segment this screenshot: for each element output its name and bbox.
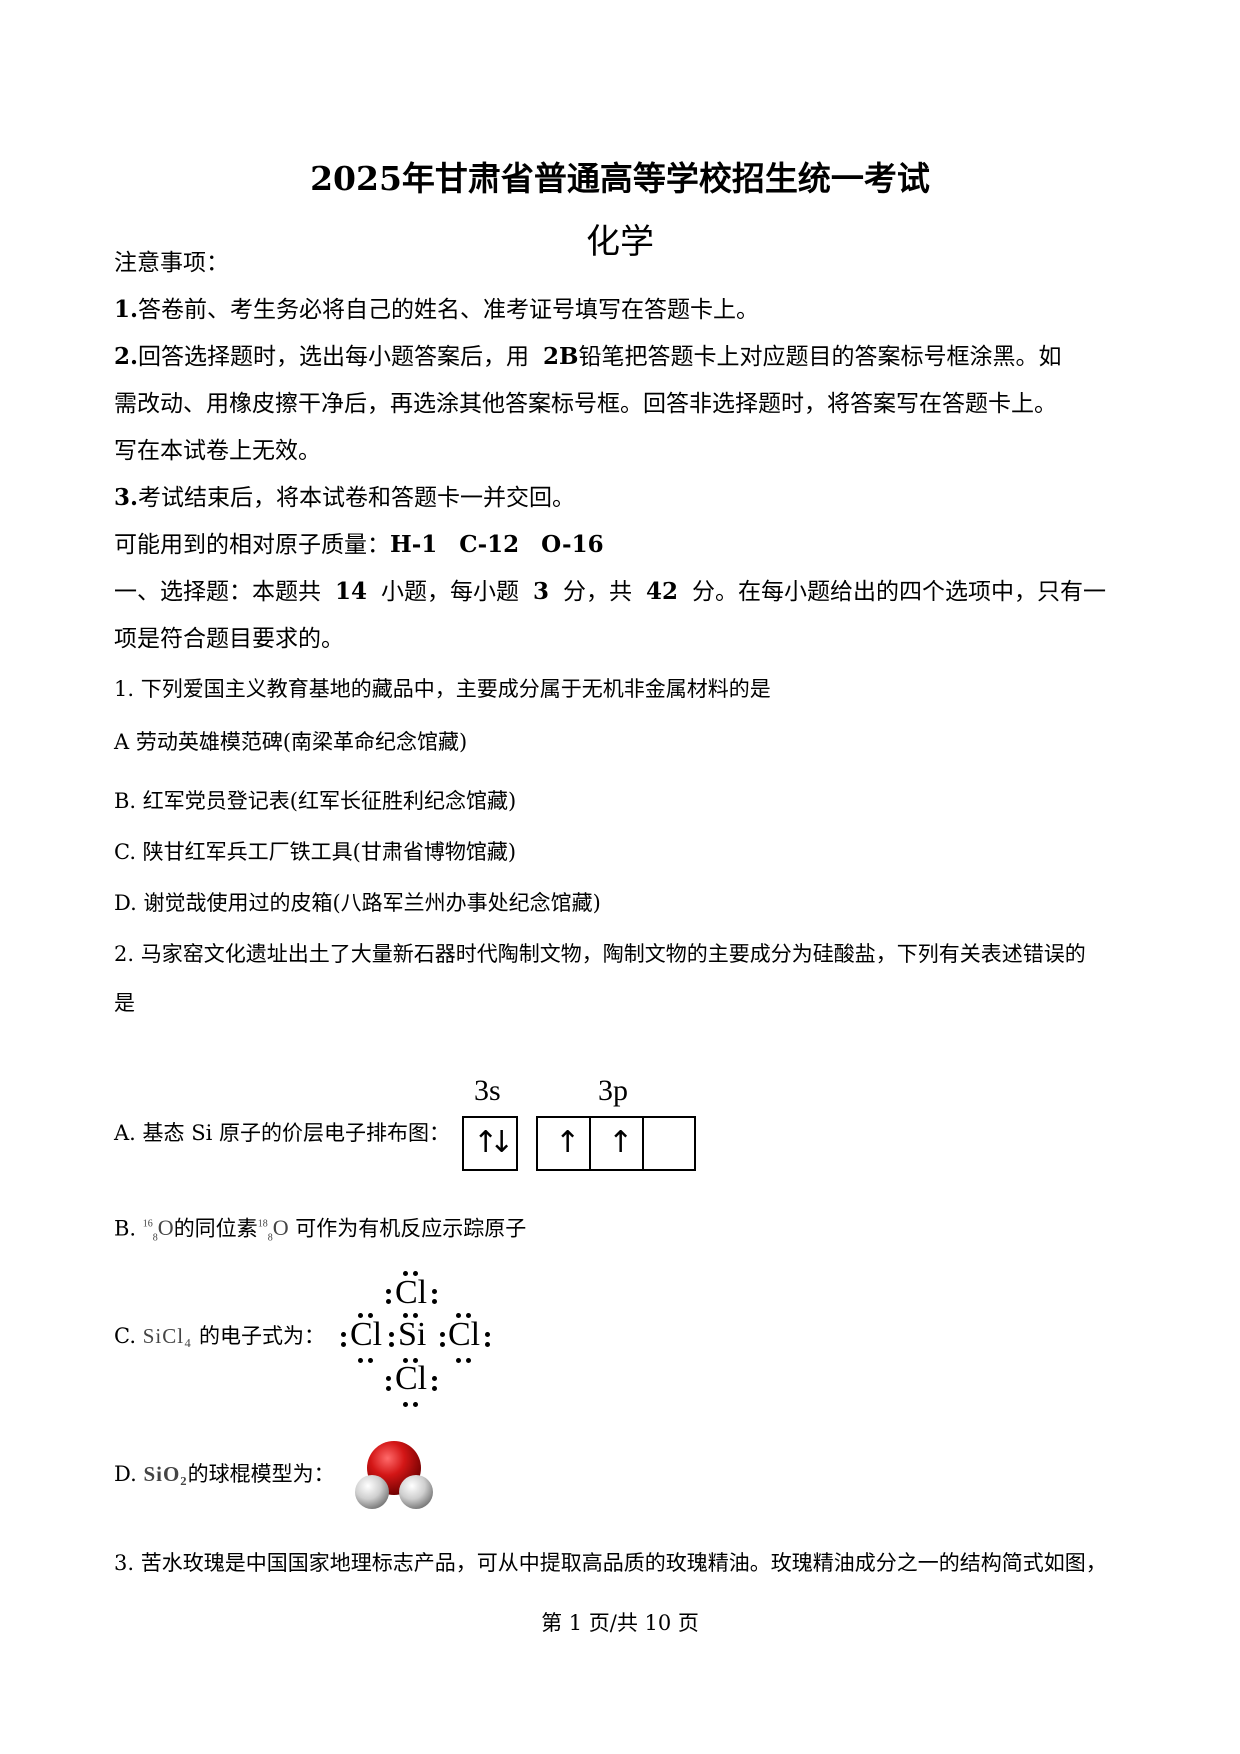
mass-o: O-16 xyxy=(541,531,604,558)
notice-heading: 注意事项： xyxy=(114,250,229,276)
lewis-cl-top: Cl xyxy=(395,1274,428,1311)
q1-option-b: B. 红军党员登记表(红军长征胜利纪念馆藏) xyxy=(114,789,517,813)
notice-item-2-line2: 需改动、用橡皮擦干净后，再选涂其他答案标号框。回答非选择题时，将答案写在答题卡上… xyxy=(114,391,1057,417)
section-1-text-1: 一、选择题：本题共 xyxy=(114,579,321,605)
section-1-text-4: 分。在每小题给出的四个选项中，只有一 xyxy=(692,579,1107,605)
section-1-intro-line2: 项是符合题目要求的。 xyxy=(114,626,344,652)
atomic-masses: 可能用到的相对原子质量：H-1 C-12 O-16 xyxy=(114,529,604,561)
q2-option-d: D. SiO₂的球棍模型为： xyxy=(114,1458,335,1490)
notice-item-1-text: 答卷前、考生务必将自己的姓名、准考证号填写在答题卡上。 xyxy=(138,297,760,323)
q2-option-a: A. 基态 Si 原子的价层电子排布图： xyxy=(114,1121,450,1145)
orbital-3s-box: ↑ ↓ xyxy=(462,1116,518,1171)
q2-option-b-tail: 可作为有机反应示踪原子 xyxy=(288,1216,527,1241)
notice-item-2-text-a: 回答选择题时，选出每小题答案后，用 xyxy=(138,344,530,370)
lewis-si: Si xyxy=(398,1316,427,1353)
isotope-o16: 16 8O xyxy=(142,1215,174,1243)
q1-option-c: C. 陕甘红军兵工厂铁工具(甘肃省博物馆藏) xyxy=(114,840,517,864)
up-arrow-icon: ↑ xyxy=(608,1125,634,1160)
notice-item-3: 3.考试结束后，将本试卷和答题卡一并交回。 xyxy=(114,482,575,514)
isotope-o18: 18 8O xyxy=(257,1215,289,1243)
up-arrow-icon: ↑ xyxy=(555,1125,581,1160)
q2-option-b-prefix: B. xyxy=(114,1216,137,1241)
isotope-o16-symbol: O xyxy=(157,1215,174,1241)
q2-stem-line2: 是 xyxy=(114,991,135,1015)
subject-title: 化学 xyxy=(586,222,654,262)
lewis-cl-left: Cl xyxy=(350,1316,383,1353)
q3-stem: 3. 苦水玫瑰是中国国家地理标志产品，可从中提取高品质的玫瑰精油。玫瑰精油成分之… xyxy=(114,1551,1107,1575)
sio2-formula: SiO₂ xyxy=(143,1462,188,1486)
orbital-3p-box: ↑ ↑ xyxy=(536,1116,696,1171)
notice-item-3-text: 考试结束后，将本试卷和答题卡一并交回。 xyxy=(138,485,576,511)
section-1-each: 3 xyxy=(533,578,550,605)
q1-option-d: D. 谢觉哉使用过的皮箱(八路军兰州办事处纪念馆藏) xyxy=(114,891,601,915)
grey-atom-right xyxy=(399,1475,433,1509)
q1-option-a: A 劳动英雄模范碑(南梁革命纪念馆藏) xyxy=(114,730,468,754)
notice-item-2-line3: 写在本试卷上无效。 xyxy=(114,438,321,464)
section-1-count: 14 xyxy=(335,578,368,605)
sicl4-formula: SiCl₄ xyxy=(142,1324,193,1348)
notice-item-2: 2.回答选择题时，选出每小题答案后，用 2B铅笔把答题卡上对应题目的答案标号框涂黑… xyxy=(114,341,1061,373)
notice-item-1: 1.答卷前、考生务必将自己的姓名、准考证号填写在答题卡上。 xyxy=(114,294,759,326)
isotope-o16-number: 8 xyxy=(152,1232,158,1244)
up-arrow-icon: ↑ xyxy=(473,1125,499,1160)
grey-atom-left xyxy=(355,1475,389,1509)
notice-item-2-text-b: 铅笔把答题卡上对应题目的答案标号框涂黑。如 xyxy=(578,344,1062,370)
q1-stem: 1. 下列爱国主义教育基地的藏品中，主要成分属于无机非金属材料的是 xyxy=(114,677,771,701)
lewis-cl-bottom: Cl xyxy=(395,1360,428,1397)
mass-h: H-1 xyxy=(390,531,438,558)
section-1-total: 42 xyxy=(646,578,679,605)
label-3s: 3s xyxy=(474,1074,501,1107)
mass-c: C-12 xyxy=(459,531,520,558)
q2-option-d-tail: 的球棍模型为： xyxy=(187,1462,335,1486)
q2-option-c-tail: 的电子式为： xyxy=(192,1324,326,1348)
isotope-o18-number: 8 xyxy=(267,1232,273,1244)
q2-option-b: B. 168O的同位素188O 可作为有机反应示踪原子 xyxy=(114,1209,526,1255)
exam-title: 2025年甘肃省普通高等学校招生统一考试 xyxy=(310,159,930,198)
notice-item-1-num: 1. xyxy=(114,296,139,323)
q2-option-d-prefix: D. xyxy=(114,1462,137,1486)
section-1-intro: 一、选择题：本题共 14 小题，每小题 3 分，共 42 分。在每小题给出的四个选项中，只有… xyxy=(114,576,1106,608)
notice-item-2-num: 2. xyxy=(114,343,139,370)
isotope-o16-mass: 16 xyxy=(142,1219,153,1230)
isotope-o18-symbol: O xyxy=(272,1215,289,1241)
lewis-cl-right: Cl xyxy=(448,1316,481,1353)
q2-option-c: C. SiCl₄ 的电子式为： xyxy=(114,1320,325,1352)
down-arrow-icon: ↓ xyxy=(489,1125,515,1160)
atomic-masses-label: 可能用到的相对原子质量： xyxy=(114,532,390,558)
page-number: 第 1 页/共 10 页 xyxy=(541,1611,699,1635)
section-1-text-3: 分，共 xyxy=(563,579,633,605)
notice-item-3-num: 3. xyxy=(114,484,139,511)
isotope-o18-mass: 18 xyxy=(257,1219,268,1230)
q2-option-b-mid: 的同位素 xyxy=(173,1216,258,1241)
q2-option-c-prefix: C. xyxy=(114,1324,136,1348)
section-1-text-2: 小题，每小题 xyxy=(381,579,520,605)
notice-item-2-pencil: 2B xyxy=(543,343,579,370)
ball-and-stick-model-image xyxy=(355,1441,433,1509)
label-3p: 3p xyxy=(598,1074,628,1107)
q2-stem: 2. 马家窑文化遗址出土了大量新石器时代陶制文物，陶制文物的主要成分为硅酸盐，下… xyxy=(114,942,1086,966)
